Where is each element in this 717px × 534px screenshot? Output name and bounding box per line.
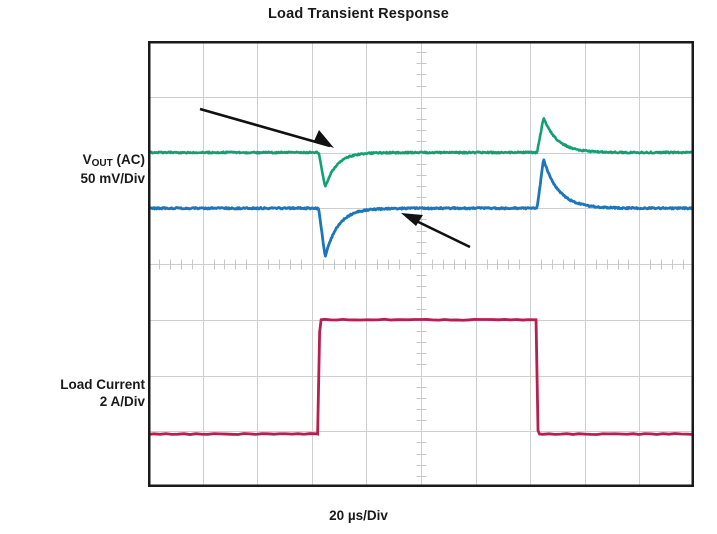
- x-axis-label: 20 µs/Div: [329, 508, 388, 523]
- oscilloscope-plot: [148, 41, 694, 487]
- vout-symbol: V: [82, 152, 92, 167]
- vout-subscript: OUT: [91, 158, 113, 169]
- plot-frame: [148, 41, 694, 487]
- page-title: Load Transient Response: [267, 6, 450, 22]
- vout-scale: 50 mV/Div: [80, 170, 145, 186]
- trace-with-second-lc: [148, 117, 694, 188]
- y-axis-label-load-current: Load Current 2 A/Div: [0, 377, 145, 410]
- vout-coupling: (AC): [112, 152, 146, 167]
- center-axis-ticks: [159, 52, 684, 477]
- trace-load-current: [148, 317, 694, 436]
- iload-title: Load Current: [60, 377, 145, 392]
- arrow-without-second-lc: [401, 213, 471, 249]
- vout-label-line1: VOUT (AC): [82, 152, 146, 169]
- arrow-with-second-lc: [199, 107, 334, 148]
- iload-scale: 2 A/Div: [99, 393, 145, 409]
- y-axis-label-vout: VOUT (AC) 50 mV/Div: [0, 152, 145, 187]
- trace-without-second-lc: [148, 158, 694, 258]
